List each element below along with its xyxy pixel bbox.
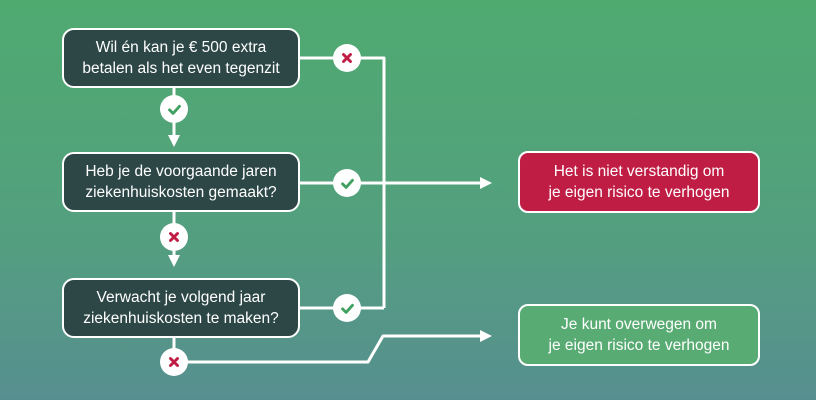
check-icon (340, 303, 354, 314)
check-icon (340, 178, 354, 189)
yes-marker-question-3 (333, 294, 361, 322)
yes-marker-question-2 (333, 169, 361, 197)
cross-icon (342, 53, 352, 63)
cross-icon (169, 357, 179, 367)
outcome-box-negative: Het is niet verstandig om je eigen risic… (518, 151, 760, 213)
cross-icon (169, 232, 179, 242)
outcome-box-positive: Je kunt overwegen om je eigen risico te … (518, 304, 760, 366)
yes-marker-question-1 (160, 95, 188, 123)
question-box-3: Verwacht je volgend jaar ziekenhuiskoste… (62, 278, 300, 338)
no-marker-question-2 (160, 223, 188, 251)
check-icon (167, 104, 181, 115)
question-box-1: Wil én kan je € 500 extra betalen als he… (62, 28, 300, 88)
no-marker-question-1 (333, 44, 361, 72)
no-marker-question-3 (160, 348, 188, 376)
question-box-2: Heb je de voorgaande jaren ziekenhuiskos… (62, 152, 300, 212)
